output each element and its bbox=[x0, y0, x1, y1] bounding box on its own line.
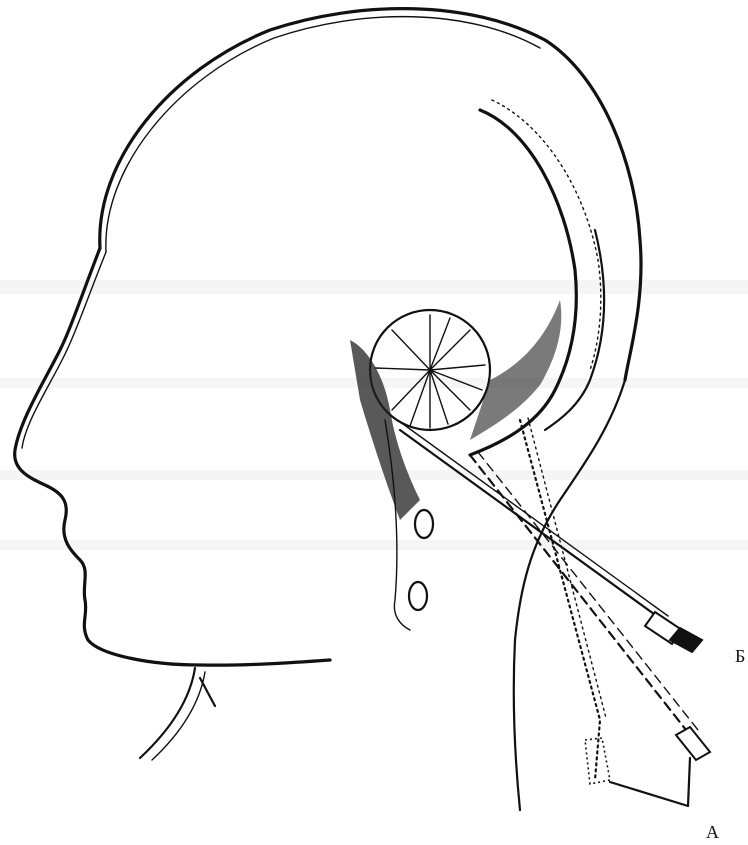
cochlea-striations bbox=[375, 315, 485, 428]
needle-a-label: А bbox=[706, 822, 719, 842]
face-profile bbox=[15, 248, 330, 665]
label-bracket-a bbox=[610, 758, 690, 806]
needle-b-label: Б bbox=[735, 646, 745, 666]
lymph-node-upper bbox=[415, 510, 433, 538]
shadow-region bbox=[350, 340, 420, 520]
lymph-node-lower bbox=[409, 582, 427, 610]
